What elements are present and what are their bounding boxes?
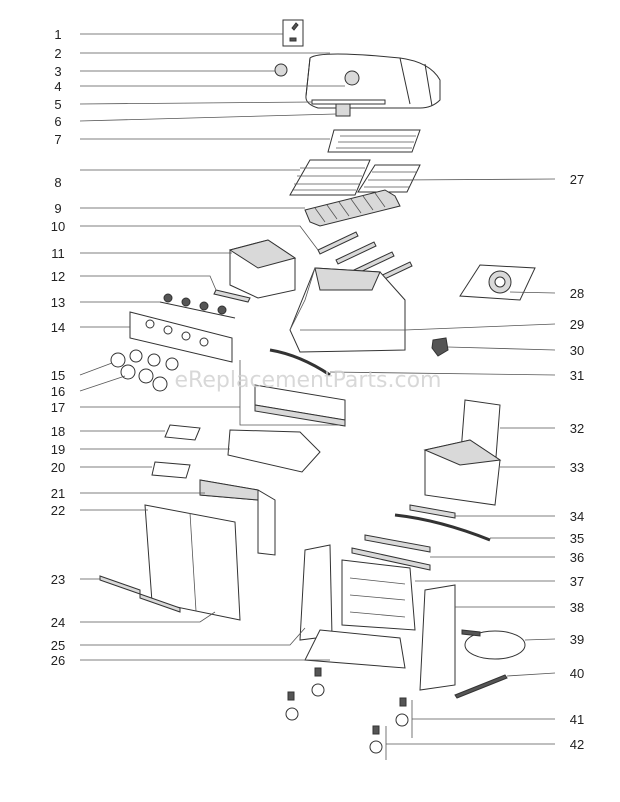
callout-37: 37 [570, 574, 584, 589]
part-cooking-grates [289, 159, 421, 196]
callout-15: 15 [51, 368, 65, 383]
callout-33: 33 [570, 460, 584, 475]
callout-14: 14 [51, 320, 65, 335]
part-cookbox [289, 267, 406, 353]
callout-10: 10 [51, 219, 65, 234]
part-flavorizer-bars [304, 189, 401, 227]
part-catch-pans [151, 424, 321, 479]
part-heat-deflector [228, 239, 297, 299]
callout-26: 26 [51, 653, 65, 668]
callout-28: 28 [570, 286, 584, 301]
part-rear-panel [254, 384, 346, 427]
callout-36: 36 [570, 550, 584, 565]
callout-31: 31 [570, 368, 584, 383]
part-door-handles [99, 575, 181, 613]
callout-38: 38 [570, 600, 584, 615]
callout-24: 24 [51, 615, 65, 630]
part-doors [144, 504, 241, 621]
callout-42: 42 [570, 737, 584, 752]
callout-1: 1 [54, 27, 61, 42]
parts-artwork [99, 19, 536, 754]
callout-22: 22 [51, 503, 65, 518]
part-side-table [423, 399, 502, 506]
part-tool [454, 674, 508, 699]
callout-25: 25 [51, 638, 65, 653]
callout-20: 20 [51, 460, 65, 475]
callout-39: 39 [570, 632, 584, 647]
callouts-left: 1 2 3 4 5 6 7 8 9 10 11 12 13 14 15 16 1… [51, 27, 65, 668]
callout-4: 4 [54, 79, 61, 94]
part-hardware [282, 19, 304, 47]
callout-9: 9 [54, 201, 61, 216]
callout-40: 40 [570, 666, 584, 681]
part-warming-rack [327, 129, 421, 153]
callout-6: 6 [54, 114, 61, 129]
callout-27: 27 [570, 172, 584, 187]
callout-2: 2 [54, 46, 61, 61]
part-regulator [431, 337, 449, 357]
callout-18: 18 [51, 424, 65, 439]
part-rails [351, 504, 491, 571]
callout-21: 21 [51, 486, 65, 501]
part-side-burner [459, 264, 536, 301]
callout-34: 34 [570, 509, 584, 524]
callout-11: 11 [51, 246, 65, 261]
part-casters [285, 667, 409, 754]
callout-12: 12 [51, 269, 65, 284]
callout-32: 32 [570, 421, 584, 436]
part-valves [159, 293, 236, 319]
callout-30: 30 [570, 343, 584, 358]
callout-16: 16 [51, 384, 65, 399]
part-crossover-tube [269, 348, 331, 377]
callout-35: 35 [570, 531, 584, 546]
part-knobs [110, 349, 179, 392]
part-bracket [199, 479, 276, 556]
part-igniter [213, 289, 251, 303]
callout-23: 23 [51, 572, 65, 587]
callout-7: 7 [54, 132, 61, 147]
callout-41: 41 [570, 712, 584, 727]
part-lid [274, 53, 441, 117]
part-hose [461, 629, 526, 660]
callout-29: 29 [570, 317, 584, 332]
callout-13: 13 [51, 295, 65, 310]
part-cart-panels [299, 544, 456, 691]
callout-19: 19 [51, 442, 65, 457]
callout-3: 3 [54, 64, 61, 79]
leader-lines [79, 33, 556, 760]
callout-5: 5 [54, 97, 61, 112]
watermark-text: eReplacementParts.com [175, 368, 442, 393]
callout-17: 17 [51, 400, 65, 415]
part-control-panel [129, 311, 233, 363]
callout-8: 8 [54, 175, 61, 190]
callouts-right: 27 28 29 30 31 32 33 34 35 36 37 38 39 4… [570, 172, 584, 752]
